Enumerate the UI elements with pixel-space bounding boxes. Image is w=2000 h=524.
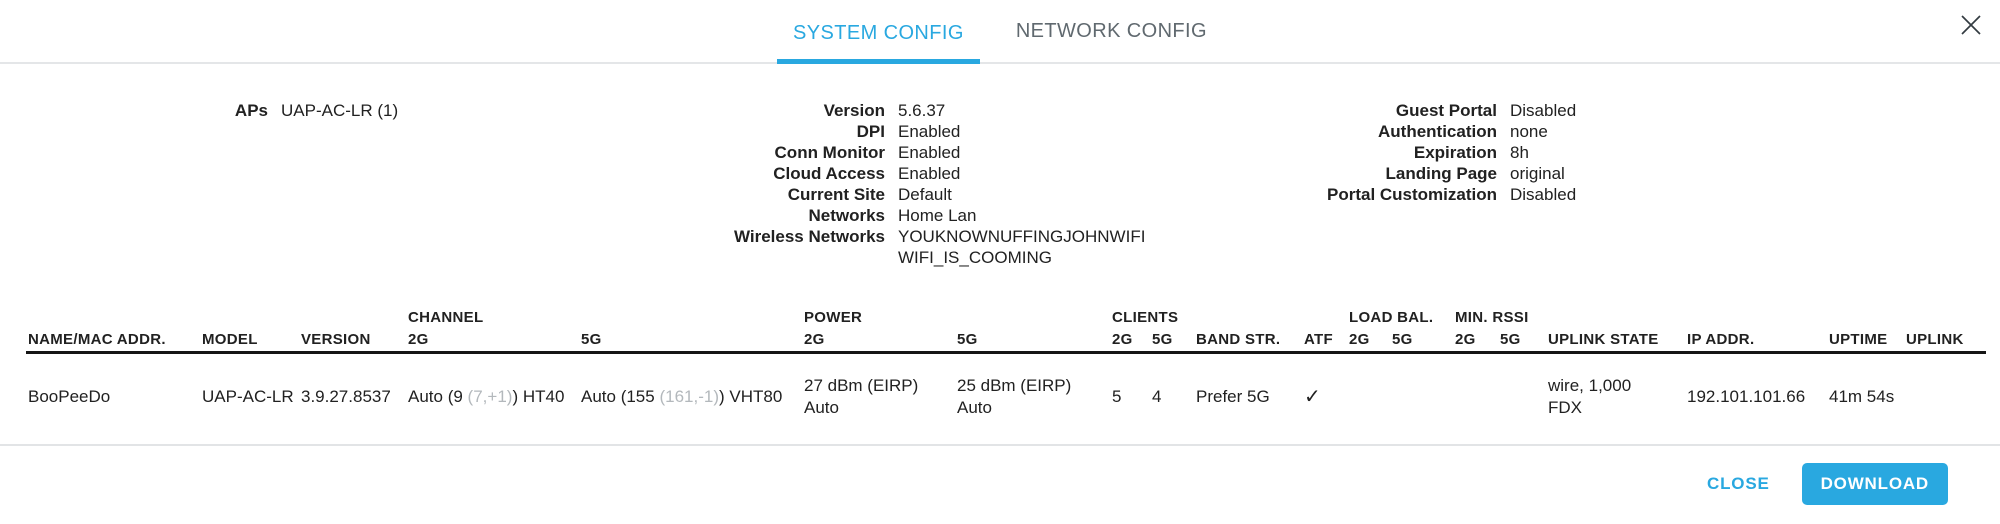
wireless-networks-value: YOUKNOWNUFFINGJOHNWIFI WIFI_IS_COOMING (898, 226, 1145, 268)
header-channel-2g: 2G (408, 331, 429, 348)
channel-2g-main: Auto (9 (408, 387, 468, 406)
header-load-bal-5g: 5G (1392, 331, 1413, 348)
portal-customization-value: Disabled (1510, 185, 1577, 204)
header-power-5g: 5G (957, 331, 978, 348)
version-label: Version (823, 101, 885, 120)
group-clients: CLIENTS (1112, 309, 1179, 326)
cloud-access-label: Cloud Access (773, 164, 885, 183)
cloud-access-value: Enabled (898, 164, 961, 183)
x-glyph (1961, 15, 1981, 35)
group-spacer (28, 309, 408, 326)
cell-clients-5g: 4 (1152, 387, 1162, 406)
system-settings: Version 5.6.37 DPI Enabled Conn Monitor … (560, 100, 1145, 268)
cell-channel-2g: Auto (9 (7,+1)) HT40 (408, 386, 581, 408)
close-button[interactable]: CLOSE (1693, 464, 1784, 504)
tab-system-config[interactable]: SYSTEM CONFIG (777, 22, 980, 64)
header-load-bal-2g: 2G (1349, 331, 1370, 348)
footer-divider (0, 444, 2000, 446)
cell-channel-5g: Auto (155 (161,-1)) VHT80 (581, 386, 804, 408)
dpi-value: Enabled (898, 122, 961, 141)
power-5g-value: 25 dBm (EIRP) (957, 376, 1072, 395)
authentication-label: Authentication (1378, 122, 1497, 141)
group-load-bal: LOAD BAL. (1349, 309, 1434, 326)
cell-ap-name: BooPeeDo (28, 387, 111, 406)
conn-monitor-value: Enabled (898, 143, 961, 162)
cell-ip-addr: 192.101.101.66 (1687, 387, 1806, 406)
cell-power-5g: 25 dBm (EIRP) Auto (957, 375, 1112, 419)
table-row: BooPeeDo UAP-AC-LR 3.9.27.8537 Auto (9 (… (28, 356, 1985, 438)
guest-portal-value: Disabled (1510, 101, 1577, 120)
channel-2g-mode: ) HT40 (512, 387, 565, 406)
table-header-rule (26, 351, 1986, 354)
power-2g-value: 27 dBm (EIRP) (804, 376, 919, 395)
group-power: POWER (804, 309, 863, 326)
cell-power-2g: 27 dBm (EIRP) Auto (804, 375, 957, 419)
header-name-mac: NAME/MAC ADDR. (28, 331, 166, 348)
expiration-label: Expiration (1413, 143, 1497, 162)
expiration-value: 8h (1510, 143, 1529, 162)
aps-label: APs (234, 101, 268, 120)
channel-5g-main: Auto (155 (581, 387, 660, 406)
portal-customization-label: Portal Customization (1326, 185, 1497, 204)
header-ip-addr: IP ADDR. (1687, 331, 1755, 348)
header-atf: ATF (1304, 331, 1333, 348)
cell-version: 3.9.27.8537 (301, 387, 391, 406)
wireless-network-1: YOUKNOWNUFFINGJOHNWIFI (898, 227, 1146, 246)
header-band-steering: BAND STR. (1196, 331, 1281, 348)
aps-summary: APs UAP-AC-LR (1) (30, 100, 398, 121)
dpi-label: DPI (856, 122, 885, 141)
header-min-rssi-5g: 5G (1500, 331, 1521, 348)
networks-value: Home Lan (898, 206, 977, 225)
cell-clients-2g: 5 (1112, 387, 1122, 406)
version-value: 5.6.37 (898, 101, 946, 120)
uplink-state-line1: wire, 1,000 (1548, 376, 1632, 395)
current-site-label: Current Site (787, 185, 885, 204)
header-uptime: UPTIME (1829, 331, 1888, 348)
header-clients-2g: 2G (1112, 331, 1133, 348)
wireless-networks-label: Wireless Networks (733, 227, 885, 246)
header-version: VERSION (301, 331, 371, 348)
networks-label: Networks (808, 206, 885, 225)
cell-uplink-state: wire, 1,000 FDX (1548, 375, 1687, 419)
landing-page-label: Landing Page (1385, 164, 1497, 183)
header-clients-5g: 5G (1152, 331, 1173, 348)
header-power-2g: 2G (804, 331, 825, 348)
header-min-rssi-2g: 2G (1455, 331, 1476, 348)
channel-5g-mode: ) VHT80 (718, 387, 783, 406)
download-button[interactable]: DOWNLOAD (1801, 463, 1948, 505)
header-uplink: UPLINK (1906, 331, 1964, 348)
authentication-value: none (1510, 122, 1548, 141)
ap-table-group-headers: CHANNEL POWER CLIENTS LOAD BAL. MIN. RSS… (28, 309, 1548, 326)
ap-table-column-headers: NAME/MAC ADDR. MODEL VERSION 2G 5G 2G 5G… (28, 331, 1985, 348)
group-channel: CHANNEL (408, 309, 484, 326)
uplink-state-line2: FDX (1548, 398, 1582, 417)
dialog-tab-bar: SYSTEM CONFIG NETWORK CONFIG (0, 0, 2000, 64)
tab-network-config[interactable]: NETWORK CONFIG (1015, 20, 1207, 42)
group-min-rssi: MIN. RSSI (1455, 309, 1529, 326)
header-channel-5g: 5G (581, 331, 602, 348)
channel-5g-alt: (161,-1) (659, 387, 719, 406)
dialog-footer: CLOSE DOWNLOAD (0, 444, 2000, 524)
atf-checkmark-icon: ✓ (1304, 386, 1321, 408)
wireless-network-2: WIFI_IS_COOMING (898, 248, 1052, 267)
aps-value: UAP-AC-LR (1) (281, 101, 399, 120)
header-model: MODEL (202, 331, 258, 348)
header-uplink-state: UPLINK STATE (1548, 331, 1659, 348)
guest-portal-settings: Guest Portal Disabled Authentication non… (1180, 100, 1576, 205)
cell-uptime: 41m 54s (1829, 387, 1895, 406)
current-site-value: Default (898, 185, 952, 204)
channel-2g-alt: (7,+1) (467, 387, 513, 406)
cell-band-steering: Prefer 5G (1196, 387, 1270, 406)
group-spacer (1196, 309, 1349, 326)
conn-monitor-label: Conn Monitor (774, 143, 885, 162)
guest-portal-label: Guest Portal (1395, 101, 1497, 120)
cell-model: UAP-AC-LR (202, 387, 294, 406)
close-icon[interactable] (1954, 8, 1988, 42)
landing-page-value: original (1510, 164, 1565, 183)
power-2g-mode: Auto (804, 398, 839, 417)
power-5g-mode: Auto (957, 398, 992, 417)
